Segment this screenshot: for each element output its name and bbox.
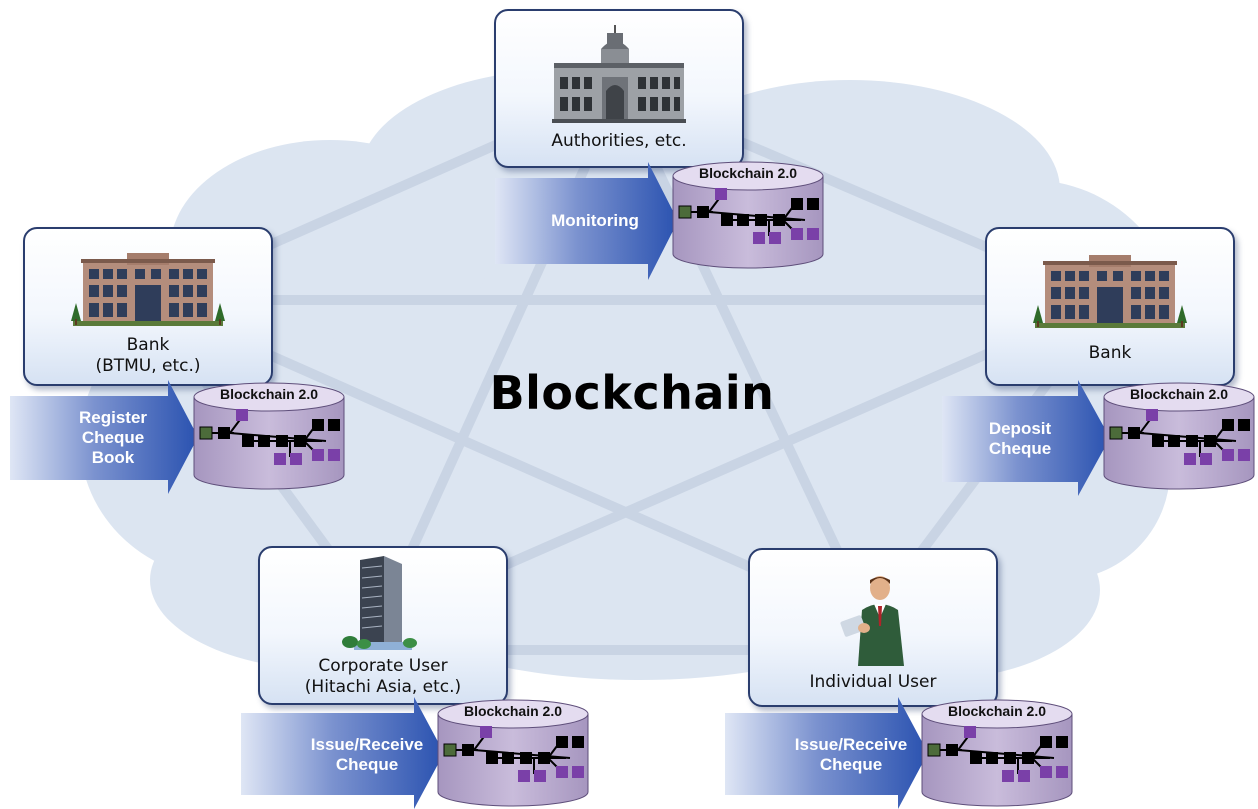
ledger-title-bank: Blockchain 2.0 xyxy=(1129,386,1229,402)
node-label-authorities: Authorities, etc. xyxy=(551,131,687,151)
ledger-title-authorities: Blockchain 2.0 xyxy=(698,165,798,181)
arrow-label-monitoring: Monitoring xyxy=(551,211,639,230)
node-corporate-user: Corporate User (Hitachi Asia, etc.) xyxy=(258,546,508,705)
node-label-individual-user: Individual User xyxy=(809,672,937,692)
ledger-title-bank-btmu: Blockchain 2.0 xyxy=(219,386,319,402)
node-authorities: Authorities, etc. xyxy=(494,9,744,168)
bank-building-icon xyxy=(71,253,225,326)
bank-building-icon xyxy=(1033,255,1187,328)
businessman-icon xyxy=(840,576,904,666)
ledger-title-corporate-user: Blockchain 2.0 xyxy=(463,703,563,719)
node-label-corporate-user: Corporate User (Hitachi Asia, etc.) xyxy=(304,656,462,697)
node-bank: Bank xyxy=(985,227,1235,386)
government-building-icon xyxy=(552,25,686,123)
office-tower-icon xyxy=(342,556,417,650)
arrow-label-deposit-cheque: Deposit Cheque xyxy=(988,419,1052,458)
ledger-title-individual-user: Blockchain 2.0 xyxy=(947,703,1047,719)
node-bank-btmu: Bank (BTMU, etc.) xyxy=(23,227,273,386)
arrow-label-issue-receive-individual: Issue/Receive Cheque xyxy=(794,735,908,774)
arrow-label-register-cheque-book: Register Cheque Book xyxy=(78,408,148,467)
diagram-title: Blockchain xyxy=(489,366,775,420)
node-label-bank: Bank xyxy=(1088,343,1132,363)
arrow-label-issue-receive-corporate: Issue/Receive Cheque xyxy=(310,735,424,774)
node-individual-user: Individual User xyxy=(748,548,998,707)
node-label-bank-btmu: Bank (BTMU, etc.) xyxy=(95,335,201,376)
